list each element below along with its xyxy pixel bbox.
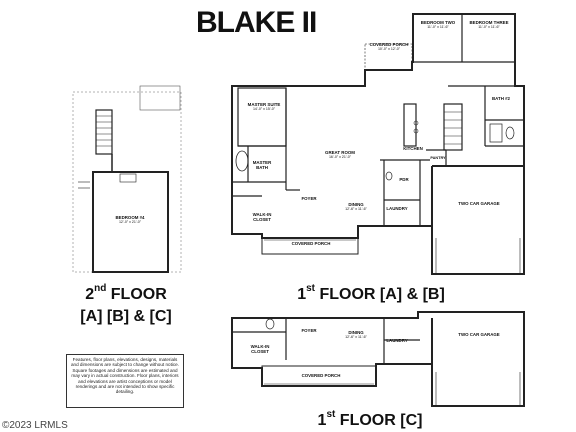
caption-first-floor-ab: 1st FLOOR [A] & [B] <box>297 283 445 304</box>
caption-first-floor-c: 1st FLOOR [C] <box>317 409 423 430</box>
room-master-bath: MASTER BATH <box>252 160 272 170</box>
room-bath-2: BATH #2 <box>492 96 510 101</box>
room-pdr: PDR <box>399 177 409 182</box>
room-laundry: LAUNDRY <box>386 206 408 211</box>
second-floor-plan <box>72 85 182 273</box>
room-kitchen: KITCHEN <box>403 146 423 151</box>
plan-title: BLAKE II <box>196 6 317 39</box>
room-foyer-c: FOYER <box>301 328 317 333</box>
caption-second-floor: 2nd FLOOR [A] [B] & [C] <box>80 283 172 326</box>
room-two-car-garage: TWO CAR GARAGE <box>458 201 500 206</box>
room-walkin-closet: WALK-IN CLOSET <box>252 212 272 222</box>
room-foyer: FOYER <box>301 196 317 201</box>
room-two-car-garage-c: TWO CAR GARAGE <box>458 332 500 337</box>
room-walkin-closet-c: WALK-IN CLOSET <box>250 344 270 354</box>
room-laundry-c: LAUNDRY <box>386 338 408 343</box>
room-pantry: PANTRY <box>430 156 446 160</box>
room-covered-porch-front: COVERED PORCH <box>291 241 331 246</box>
disclaimer-box: Features, floor plans, elevations, desig… <box>66 354 184 408</box>
room-covered-porch-c: COVERED PORCH <box>301 373 341 378</box>
first-floor-c-plan <box>231 311 525 407</box>
first-floor-ab-plan <box>231 13 525 275</box>
copyright-watermark: ©2023 LRMLS <box>2 420 68 431</box>
